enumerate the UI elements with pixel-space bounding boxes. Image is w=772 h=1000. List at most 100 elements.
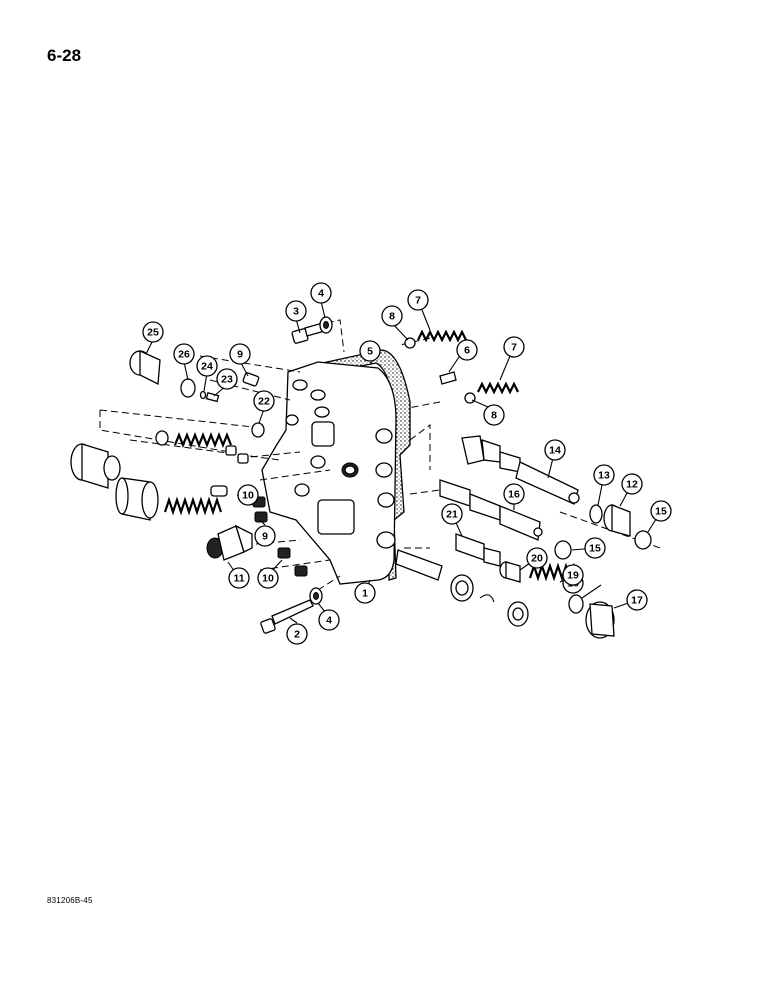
callout-17: 17	[626, 589, 648, 611]
callout-label: 7	[511, 342, 517, 354]
callout-6: 6	[456, 339, 478, 361]
callout-label: 17	[631, 595, 643, 607]
spool-14	[461, 435, 580, 505]
valve-body-ports	[285, 379, 396, 549]
callout-label: 7	[415, 295, 421, 307]
callout-16: 16	[503, 483, 525, 505]
callout-19: 19	[562, 564, 584, 586]
callout-label: 13	[598, 470, 610, 482]
callout-1: 1	[354, 582, 376, 604]
callout-label: 25	[147, 327, 159, 339]
callout-4: 4	[318, 609, 340, 631]
callout-label: 26	[178, 349, 190, 361]
callout-label: 22	[258, 396, 270, 408]
callout-label: 15	[589, 543, 601, 555]
callout-label: 8	[491, 410, 497, 422]
callout-label: 6	[464, 345, 470, 357]
spring-left-bottom	[163, 496, 223, 516]
callout-11: 11	[228, 567, 250, 589]
callout-8: 8	[381, 305, 403, 327]
callout-10: 10	[257, 567, 279, 589]
callout-3: 3	[285, 300, 307, 322]
callout-23: 23	[216, 368, 238, 390]
callout-label: 24	[201, 361, 213, 373]
callout-20: 20	[526, 547, 548, 569]
callout-2: 2	[286, 623, 308, 645]
callout-7: 7	[503, 336, 525, 358]
o-ring-22	[251, 422, 265, 438]
sleeve-20	[499, 561, 521, 583]
screw-9-top	[242, 372, 260, 387]
callout-label: 4	[326, 615, 332, 627]
callout-label: 1	[362, 588, 368, 600]
callout-21: 21	[441, 503, 463, 525]
callout-label: 9	[237, 349, 243, 361]
callout-25: 25	[142, 321, 164, 343]
spool-16	[439, 479, 543, 541]
callout-label: 5	[367, 346, 373, 358]
callout-label: 11	[233, 573, 244, 585]
spool-lower	[395, 549, 443, 581]
spring-7-top	[417, 329, 467, 343]
page-number: 6-28	[47, 46, 82, 65]
callout-10: 10	[237, 484, 259, 506]
figure-code: 831206B-45	[47, 896, 93, 905]
plug-lower-right	[507, 601, 529, 627]
spool-21	[455, 533, 501, 567]
callout-14: 14	[544, 439, 566, 461]
callout-group: 1234456778899101011121314151516171819202…	[142, 282, 672, 645]
spring-7-middle	[477, 381, 519, 395]
callout-15: 15	[584, 537, 606, 559]
callout-12: 12	[621, 473, 643, 495]
callout-label: 4	[318, 288, 324, 300]
relief-valve-11	[206, 524, 253, 561]
callout-leaders	[145, 300, 662, 624]
screw-9-bottom	[254, 511, 268, 523]
callout-26: 26	[173, 343, 195, 365]
callout-label: 10	[242, 490, 254, 502]
o-ring-26	[180, 378, 196, 398]
screw-10-bottom-b	[294, 565, 308, 577]
plug-17	[585, 601, 615, 639]
cap-left	[70, 443, 121, 489]
callout-13: 13	[593, 464, 615, 486]
callout-label: 21	[446, 509, 458, 521]
callout-9: 9	[254, 525, 276, 547]
callout-22: 22	[253, 390, 275, 412]
pin-6	[439, 371, 457, 385]
sleeve-left	[115, 477, 159, 521]
ball-8-top	[404, 337, 416, 349]
callout-24: 24	[196, 355, 218, 377]
callout-label: 8	[389, 311, 395, 323]
washer-15-left	[554, 540, 572, 560]
cup-lower	[450, 574, 474, 602]
bolt-2	[260, 599, 314, 634]
callout-15: 15	[650, 500, 672, 522]
washer-15-right	[634, 530, 652, 550]
callout-label: 23	[221, 374, 233, 386]
ball-24	[199, 390, 207, 400]
washer-4-bottom	[309, 587, 323, 605]
callout-label: 9	[262, 531, 268, 543]
callout-5: 5	[359, 340, 381, 362]
plug-25	[129, 349, 161, 386]
washer-4-top	[319, 316, 333, 334]
nut-left	[210, 485, 228, 497]
callout-9: 9	[229, 343, 251, 365]
snap-ring-lower	[479, 594, 495, 603]
ball-8-middle	[464, 392, 476, 404]
callout-label: 12	[626, 479, 638, 491]
callout-label: 16	[508, 489, 520, 501]
callout-label: 10	[262, 573, 274, 585]
callout-label: 19	[567, 570, 579, 582]
callout-4: 4	[310, 282, 332, 304]
spring-left-top	[173, 432, 233, 448]
plug-12	[603, 504, 631, 537]
plug-small-b	[237, 453, 249, 464]
callout-label: 20	[531, 553, 543, 565]
callout-label: 14	[549, 445, 561, 457]
callout-label: 3	[293, 306, 299, 318]
callout-8: 8	[483, 404, 505, 426]
